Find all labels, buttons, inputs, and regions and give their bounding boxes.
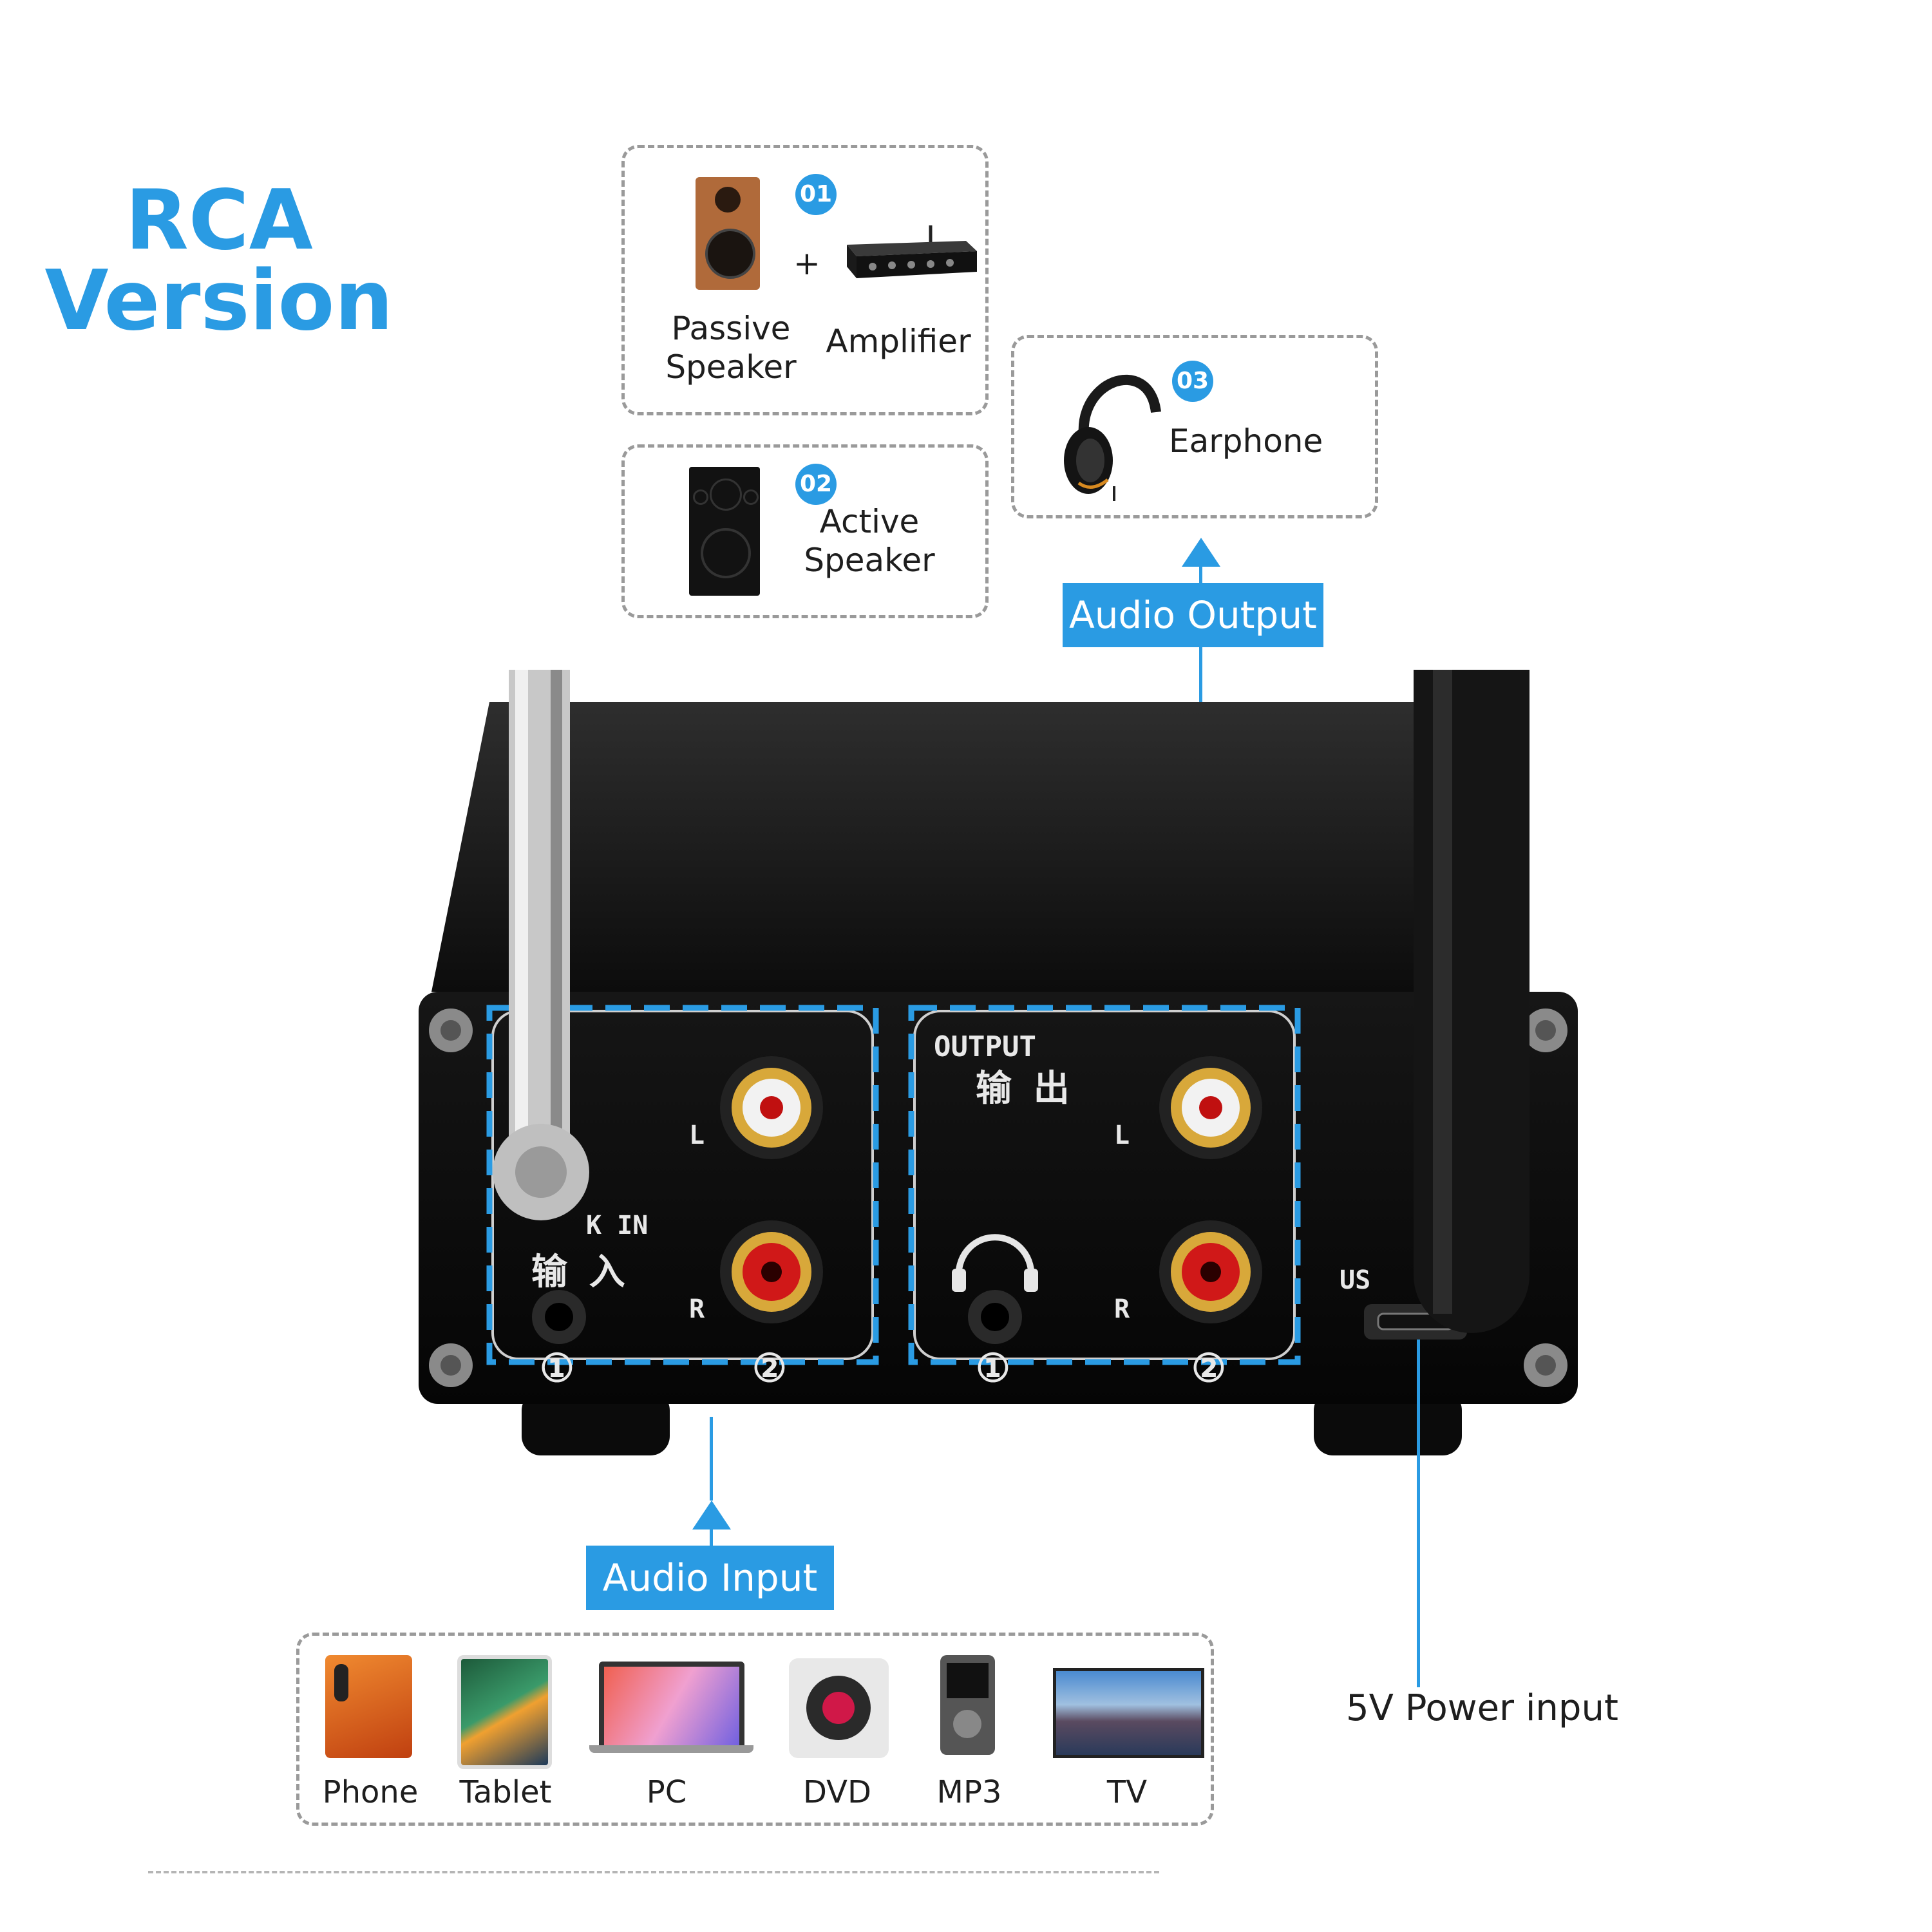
earphone-label: Earphone xyxy=(1169,422,1323,460)
power-input-label: 5V Power input xyxy=(1346,1687,1618,1729)
active-speaker-icon xyxy=(689,467,760,596)
source-label-tv: TV xyxy=(1106,1774,1148,1810)
amplifier-label: Amplifier xyxy=(826,323,971,360)
laptop-base xyxy=(589,1745,753,1753)
input-label: K IN xyxy=(586,1211,649,1240)
phone-icon xyxy=(325,1655,412,1758)
input-jack-2-number: ② xyxy=(752,1346,787,1391)
output-option-passive-speaker-amplifier: 01 + Passive Speaker Amplifier xyxy=(621,145,989,415)
option-number-01: 01 xyxy=(795,174,837,215)
bottom-divider xyxy=(148,1871,1159,1873)
source-label-tablet: Tablet xyxy=(459,1774,552,1810)
audio-output-callout: Audio Output xyxy=(1063,583,1323,647)
option-number-03: 03 xyxy=(1172,361,1213,402)
passive-speaker-label: Passive Speaker xyxy=(665,310,797,386)
tablet-icon xyxy=(457,1655,552,1769)
tv-icon xyxy=(1053,1668,1204,1758)
input-jack-1-number: ① xyxy=(540,1346,574,1391)
source-label-pc: PC xyxy=(646,1774,687,1810)
usb-label: US xyxy=(1340,1265,1371,1295)
audio-input-line xyxy=(710,1417,713,1501)
source-label-dvd: DVD xyxy=(803,1774,871,1810)
output-right-label: R xyxy=(1114,1294,1130,1324)
output-left-label: L xyxy=(1114,1121,1130,1150)
input-right-label: R xyxy=(689,1294,705,1324)
output-jack-1-number: ① xyxy=(976,1346,1010,1391)
passive-speaker-icon xyxy=(696,177,760,290)
output-option-active-speaker: 02 Active Speaker xyxy=(621,444,989,618)
audio-sources-panel: Phone Tablet PC DVD MP3 TV xyxy=(296,1633,1214,1826)
source-label-mp3: MP3 xyxy=(936,1774,1002,1810)
output-label-cn: 输 出 xyxy=(976,1068,1070,1110)
output-option-earphone: 03 Earphone xyxy=(1011,335,1378,518)
version-title: RCA Version xyxy=(39,173,399,349)
input-label-cn: 输 入 xyxy=(531,1251,625,1293)
source-label-phone: Phone xyxy=(322,1774,419,1810)
active-speaker-label: Active Speaker xyxy=(804,503,935,579)
mp3-player-icon xyxy=(940,1655,995,1755)
audio-input-arrow xyxy=(692,1501,731,1530)
audio-output-arrow xyxy=(1182,538,1220,567)
audio-input-callout: Audio Input xyxy=(586,1546,834,1610)
amplifier-icon xyxy=(840,225,979,280)
plus-sign: + xyxy=(793,245,820,282)
title-line-1: RCA xyxy=(125,173,313,269)
output-label: OUTPUT xyxy=(934,1030,1036,1063)
title-line-2: Version xyxy=(44,253,393,349)
input-left-label: L xyxy=(689,1121,705,1150)
dvd-player-icon xyxy=(789,1658,889,1758)
audio-input-arrow-stem xyxy=(710,1526,713,1546)
output-jack-2-number: ② xyxy=(1191,1346,1226,1391)
laptop-icon xyxy=(599,1662,744,1752)
bluetooth-receiver-device: K IN 输 入 OUTPUT 输 出 L R L R ① ② ① ② US xyxy=(419,64,1578,1481)
option-number-02: 02 xyxy=(795,464,837,505)
headphone-icon xyxy=(1059,354,1169,502)
audio-output-arrow-stem xyxy=(1199,564,1202,583)
power-line xyxy=(1417,1340,1420,1687)
